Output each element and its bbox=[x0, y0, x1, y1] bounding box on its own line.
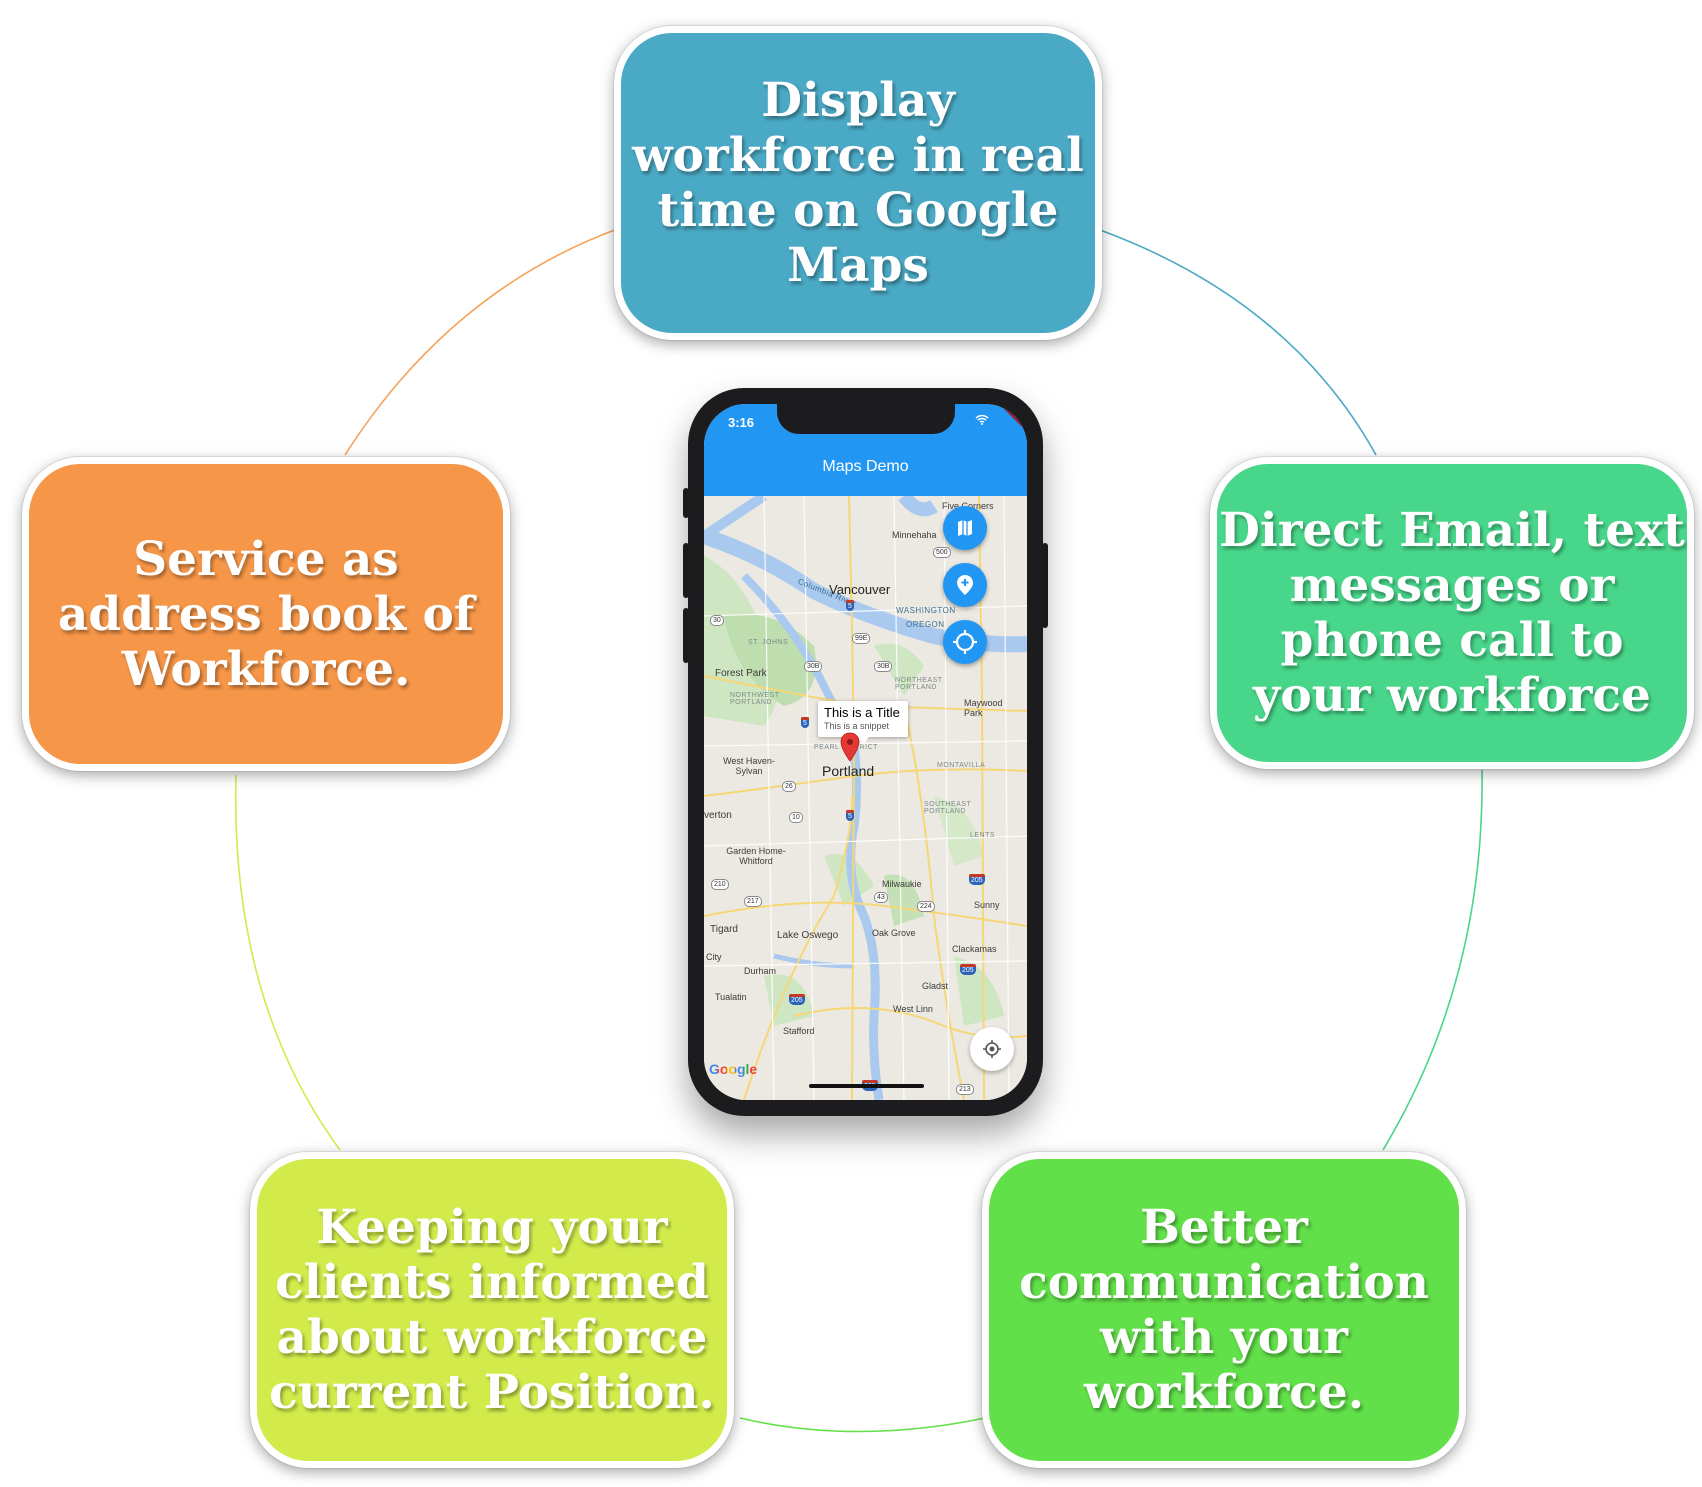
route-shield: 224 bbox=[917, 901, 935, 912]
card-display-workforce: Display workforce in real time on Google… bbox=[614, 26, 1102, 340]
card-direct-contact: Direct Email, text messages or phone cal… bbox=[1210, 457, 1694, 769]
map-label-portland: Portland bbox=[822, 763, 875, 779]
arc-top-left bbox=[344, 227, 621, 456]
card-display-workforce-text: Display workforce in real time on Google… bbox=[632, 73, 1084, 293]
google-logo: Google bbox=[709, 1061, 757, 1077]
map-label-tualatin: Tualatin bbox=[715, 992, 747, 1002]
route-shield: 30B bbox=[874, 661, 893, 672]
card-address-book: Service as address book of Workforce. bbox=[22, 457, 510, 771]
map-label-beaverton: verton bbox=[704, 810, 732, 821]
route-shield: 30 bbox=[710, 615, 724, 626]
map-label-southeast-portland: SOUTHEAST PORTLAND bbox=[924, 801, 972, 815]
arc-top-right bbox=[1099, 229, 1377, 456]
add-marker-button[interactable] bbox=[943, 563, 987, 607]
card-better-communication-text: Better communication with your workforce… bbox=[1019, 1200, 1429, 1420]
interstate-shield: 5 bbox=[846, 810, 854, 821]
route-shield: 99E bbox=[852, 633, 871, 644]
wifi-icon bbox=[975, 414, 989, 428]
map-icon bbox=[958, 520, 972, 536]
phone-notch bbox=[777, 404, 955, 434]
route-shield: 43 bbox=[874, 892, 888, 903]
card-better-communication: Better communication with your workforce… bbox=[982, 1152, 1466, 1468]
map-view[interactable]: Five Corners Minnehaha Vancouver Columbi… bbox=[704, 491, 1027, 1100]
volume-down-button bbox=[683, 608, 689, 663]
my-location-icon bbox=[983, 1040, 1001, 1058]
map-label-lents: LENTS bbox=[970, 832, 996, 839]
map-label-oregon: OREGON bbox=[906, 620, 945, 629]
add-location-icon bbox=[957, 575, 973, 595]
status-time: 3:16 bbox=[728, 415, 755, 430]
map-label-lake-oswego: Lake Oswego bbox=[777, 930, 839, 941]
route-shield: 30B bbox=[804, 661, 823, 672]
phone-mockup: DEBUG 3:16 Maps Demo bbox=[683, 388, 1048, 1116]
map-label-minnehaha: Minnehaha bbox=[892, 530, 937, 540]
interstate-shield: 5 bbox=[801, 717, 809, 728]
my-location-button[interactable] bbox=[970, 1027, 1014, 1071]
interstate-shield: 205 bbox=[960, 964, 976, 975]
map-label-clackamas: Clackamas bbox=[952, 944, 997, 954]
route-shield: 10 bbox=[789, 812, 803, 823]
map-label-washington: WASHINGTON bbox=[896, 606, 956, 615]
marker-info-window[interactable]: This is a Title This is a snippet bbox=[818, 701, 908, 745]
map-label-st-johns: ST. JOHNS bbox=[748, 639, 789, 646]
card-direct-contact-text: Direct Email, text messages or phone cal… bbox=[1219, 503, 1685, 723]
map-label-northwest-portland: NORTHWEST PORTLAND bbox=[730, 692, 780, 706]
map-marker-icon[interactable] bbox=[840, 732, 860, 762]
map-label-west-haven-sylvan: West Haven-Sylvan bbox=[723, 756, 775, 776]
interstate-shield: 205 bbox=[789, 994, 805, 1005]
map-label-oak-grove: Oak Grove bbox=[872, 928, 916, 938]
interstate-shield: 205 bbox=[969, 874, 985, 885]
map-label-durham: Durham bbox=[744, 966, 777, 976]
map-label-vancouver: Vancouver bbox=[829, 582, 891, 597]
power-button bbox=[1042, 543, 1048, 628]
phone-screen: DEBUG 3:16 Maps Demo bbox=[704, 404, 1027, 1100]
info-window-snippet: This is a snippet bbox=[824, 721, 890, 731]
route-shield: 213 bbox=[956, 1084, 974, 1095]
card-address-book-text: Service as address book of Workforce. bbox=[57, 531, 475, 697]
map-label-milwaukie: Milwaukie bbox=[882, 879, 922, 889]
card-keep-clients-informed: Keeping your clients informed about work… bbox=[250, 1152, 734, 1468]
gps-button[interactable] bbox=[943, 620, 987, 664]
gps-target-icon bbox=[953, 630, 977, 654]
map-label-tigard: Tigard bbox=[710, 924, 738, 935]
mute-switch bbox=[683, 488, 689, 518]
map-label-stafford: Stafford bbox=[783, 1026, 815, 1036]
route-shield: 210 bbox=[711, 879, 729, 890]
map-label-west-linn: West Linn bbox=[893, 1004, 933, 1014]
map-label-gladstone: Gladst bbox=[922, 981, 949, 991]
route-shield: 217 bbox=[744, 896, 762, 907]
route-shield: 26 bbox=[782, 781, 796, 792]
map-label-northeast-portland: NORTHEAST PORTLAND bbox=[895, 677, 943, 691]
card-keep-clients-informed-text: Keeping your clients informed about work… bbox=[269, 1200, 715, 1420]
info-window-title: This is a Title bbox=[824, 705, 900, 720]
map-label-montavilla: MONTAVILLA bbox=[937, 762, 986, 769]
interstate-shield: 5 bbox=[846, 600, 854, 611]
map-label-maywood-park: Maywood Park bbox=[964, 698, 1003, 718]
arc-bottom bbox=[739, 1417, 986, 1433]
map-type-button[interactable] bbox=[943, 506, 987, 550]
app-title: Maps Demo bbox=[822, 458, 909, 475]
google-logo-text: Google bbox=[709, 1061, 758, 1077]
arc-left bbox=[234, 774, 341, 1151]
map-label-garden-home-whitford: Garden Home-Whitford bbox=[726, 846, 786, 866]
map-label-forest-park: Forest Park bbox=[715, 668, 767, 679]
home-indicator bbox=[809, 1084, 924, 1088]
map-label-city: City bbox=[706, 952, 722, 962]
arc-right bbox=[1382, 769, 1483, 1151]
map-label-sunnyside: Sunny bbox=[974, 900, 1000, 910]
route-shield: 500 bbox=[933, 547, 951, 558]
volume-up-button bbox=[683, 543, 689, 598]
